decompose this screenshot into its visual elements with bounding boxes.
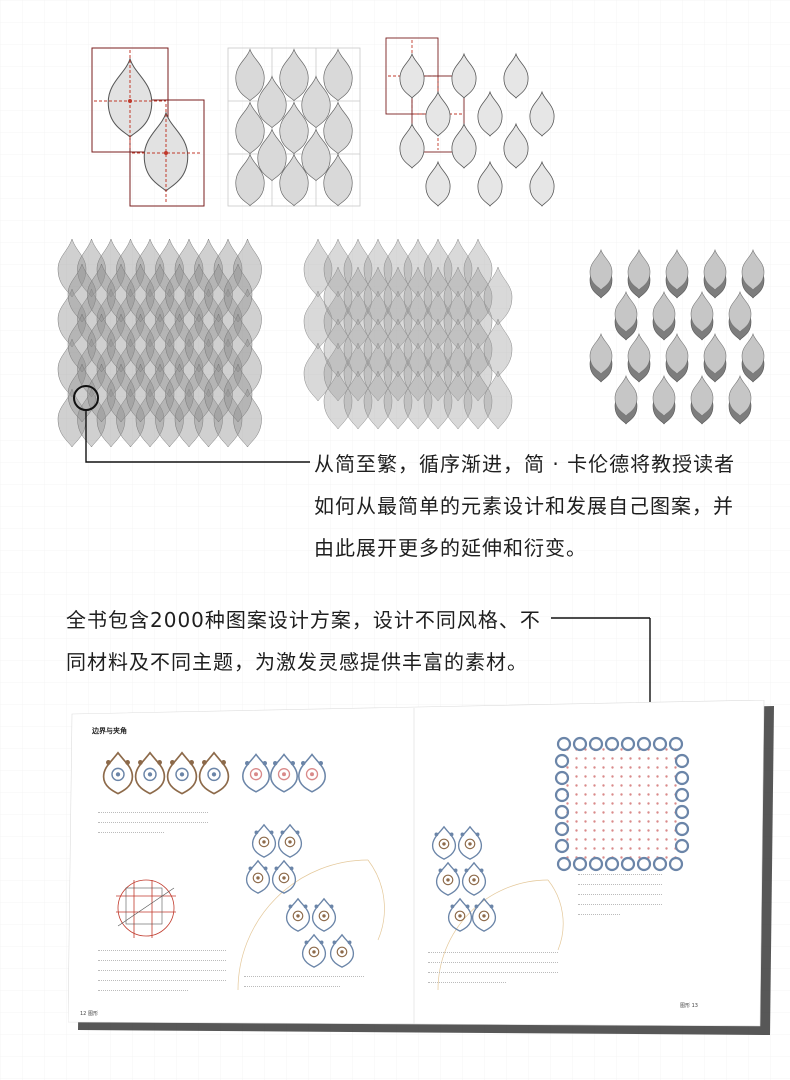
- intro-line-3: 由此展开更多的延伸和衍变。: [314, 536, 587, 560]
- frame-ring-motif: [674, 804, 690, 820]
- ornamental-square-frame: [554, 736, 690, 872]
- frame-ring-motif: [556, 736, 572, 752]
- ornament-motif: [457, 825, 483, 860]
- intro-text-bottom: 全书包含2000种图案设计方案，设计不同风格、不 同材料及不同主题，为激发灵感提…: [66, 599, 541, 683]
- frame-ring-motif: [554, 753, 570, 769]
- frame-ring-motif: [604, 856, 620, 872]
- ornament-row-1: [102, 751, 230, 795]
- ornament-motif: [242, 753, 270, 793]
- frame-ring-motif: [652, 856, 668, 872]
- ornament-motif: [329, 933, 355, 968]
- ornament-motif: [298, 753, 326, 793]
- frame-ring-motif: [572, 856, 588, 872]
- caption-block-3: [244, 976, 364, 991]
- book-spread-art: [67, 699, 774, 1035]
- frame-ring-motif: [554, 821, 570, 837]
- section-title: 边界与夹角: [92, 727, 127, 735]
- frame-ring-motif: [554, 770, 570, 786]
- ornament-motif: [461, 861, 487, 896]
- frame-ring-motif: [620, 736, 636, 752]
- frame-ring-motif: [556, 856, 572, 872]
- ornament-motif: [447, 897, 473, 932]
- frame-ring-motif: [554, 787, 570, 803]
- frame-ring-motif: [554, 804, 570, 820]
- ornament-motif: [270, 753, 298, 793]
- diagram-construction-boxes: [91, 47, 205, 207]
- frame-ring-motif: [588, 856, 604, 872]
- intro-line-5: 同材料及不同主题，为激发灵感提供丰富的素材。: [66, 650, 528, 674]
- left-folio: 12 图形: [80, 1011, 98, 1017]
- frame-ring-motif: [674, 787, 690, 803]
- ornament-motif: [166, 751, 198, 795]
- intro-line-1: 从简至繁，循序渐进，简 · 卡伦德将教授读者: [314, 452, 736, 476]
- ornament-row-2: [242, 753, 326, 793]
- caption-block-1: [98, 812, 208, 837]
- ornament-motif: [431, 825, 457, 860]
- frame-ring-motif: [674, 821, 690, 837]
- frame-ring-motif: [636, 736, 652, 752]
- medallion-cluster-right: [431, 825, 497, 932]
- ornament-motif: [311, 897, 337, 932]
- ornament-motif: [134, 751, 166, 795]
- pattern-offset-bands: [303, 238, 513, 430]
- frame-ring-motif: [572, 736, 588, 752]
- book-spread: 边界与夹角 12 图形 图形 13: [67, 699, 774, 1035]
- frame-ring-motif: [674, 770, 690, 786]
- frame-ring-motif: [604, 736, 620, 752]
- ornament-motif: [277, 823, 303, 858]
- caption-block-4: [428, 952, 558, 987]
- ornament-motif: [301, 933, 327, 968]
- ornament-motif: [471, 897, 497, 932]
- frame-ring-motif: [674, 838, 690, 854]
- medallion-cluster-left: [245, 823, 355, 968]
- ornament-motif: [285, 897, 311, 932]
- frame-ring-motif: [588, 736, 604, 752]
- frame-ring-motif: [620, 856, 636, 872]
- intro-text-top: 从简至繁，循序渐进，简 · 卡伦德将教授读者 如何从最简单的元素设计和发展自己图…: [314, 443, 735, 569]
- intro-line-4: 全书包含2000种图案设计方案，设计不同风格、不: [66, 608, 541, 632]
- diagram-tiling-grid: [227, 47, 361, 207]
- ornament-motif: [435, 861, 461, 896]
- ornament-motif: [102, 751, 134, 795]
- frame-ring-motif: [668, 856, 684, 872]
- ornament-motif: [251, 823, 277, 858]
- callout-line-top: [73, 385, 310, 463]
- frame-ring-motif: [668, 736, 684, 752]
- diagram-spaced-tiling: [385, 37, 555, 207]
- ornament-motif: [245, 859, 271, 894]
- ornament-motif: [271, 859, 297, 894]
- frame-ring-motif: [554, 838, 570, 854]
- frame-ring-motif: [652, 736, 668, 752]
- pattern-overlapping-bands: [57, 238, 262, 448]
- intro-line-2: 如何从最简单的元素设计和发展自己图案，并: [314, 494, 734, 518]
- frame-ring-motif: [636, 856, 652, 872]
- caption-block-2: [98, 950, 226, 995]
- caption-block-5: [578, 874, 662, 919]
- ornament-motif: [198, 751, 230, 795]
- frame-ring-motif: [674, 753, 690, 769]
- construction-circle-diagram: [116, 879, 176, 938]
- right-folio: 图形 13: [680, 1003, 698, 1009]
